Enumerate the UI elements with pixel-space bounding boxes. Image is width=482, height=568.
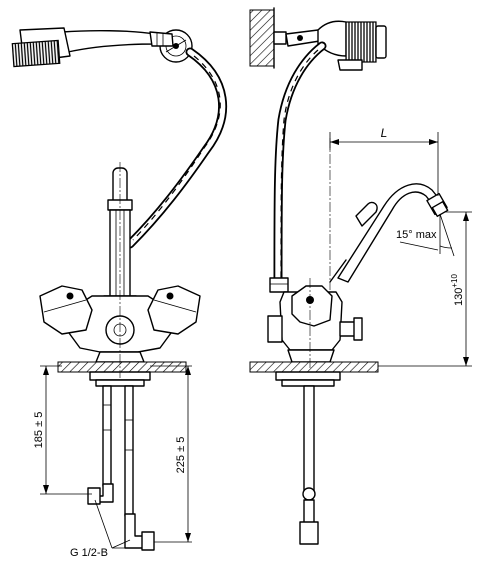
dim-height-185: 185 ± 5 xyxy=(33,365,92,495)
dim-spout-height-label: 130+10 xyxy=(450,273,465,305)
dim-spout-height-base: 130 xyxy=(453,288,465,306)
thread-callout: G 1/2-B xyxy=(70,499,136,559)
dim-reach-label: L xyxy=(381,126,388,140)
dim-height-225: 225 ± 5 xyxy=(150,365,192,543)
side-mixer-body xyxy=(267,285,363,363)
dim-spout-height-tol: +10 xyxy=(450,273,459,287)
side-view: L 15° max 130+10 xyxy=(249,7,472,545)
side-deck xyxy=(249,361,379,387)
dim-height-185-label: 185 ± 5 xyxy=(33,412,45,449)
shower-hose-front xyxy=(125,47,228,249)
dim-reach: L xyxy=(329,126,439,196)
shower-hose-side xyxy=(269,41,327,293)
thread-label: G 1/2-B xyxy=(70,547,108,559)
dim-height-225-label: 225 ± 5 xyxy=(175,437,187,474)
dim-spout-height: 130+10 xyxy=(378,211,472,367)
side-supply-tube xyxy=(299,385,319,545)
side-hand-shower xyxy=(317,20,387,71)
side-swivel-spout xyxy=(329,183,449,283)
hand-shower xyxy=(11,27,174,68)
dim-angle-label: 15° max xyxy=(396,229,437,241)
side-shower-holder xyxy=(273,29,327,47)
wall-section xyxy=(249,7,275,69)
front-view: 185 ± 5 225 ± 5 G 1/2-B xyxy=(11,27,228,559)
dim-angle: 15° max xyxy=(396,213,455,257)
front-supply-tubes xyxy=(87,385,155,551)
